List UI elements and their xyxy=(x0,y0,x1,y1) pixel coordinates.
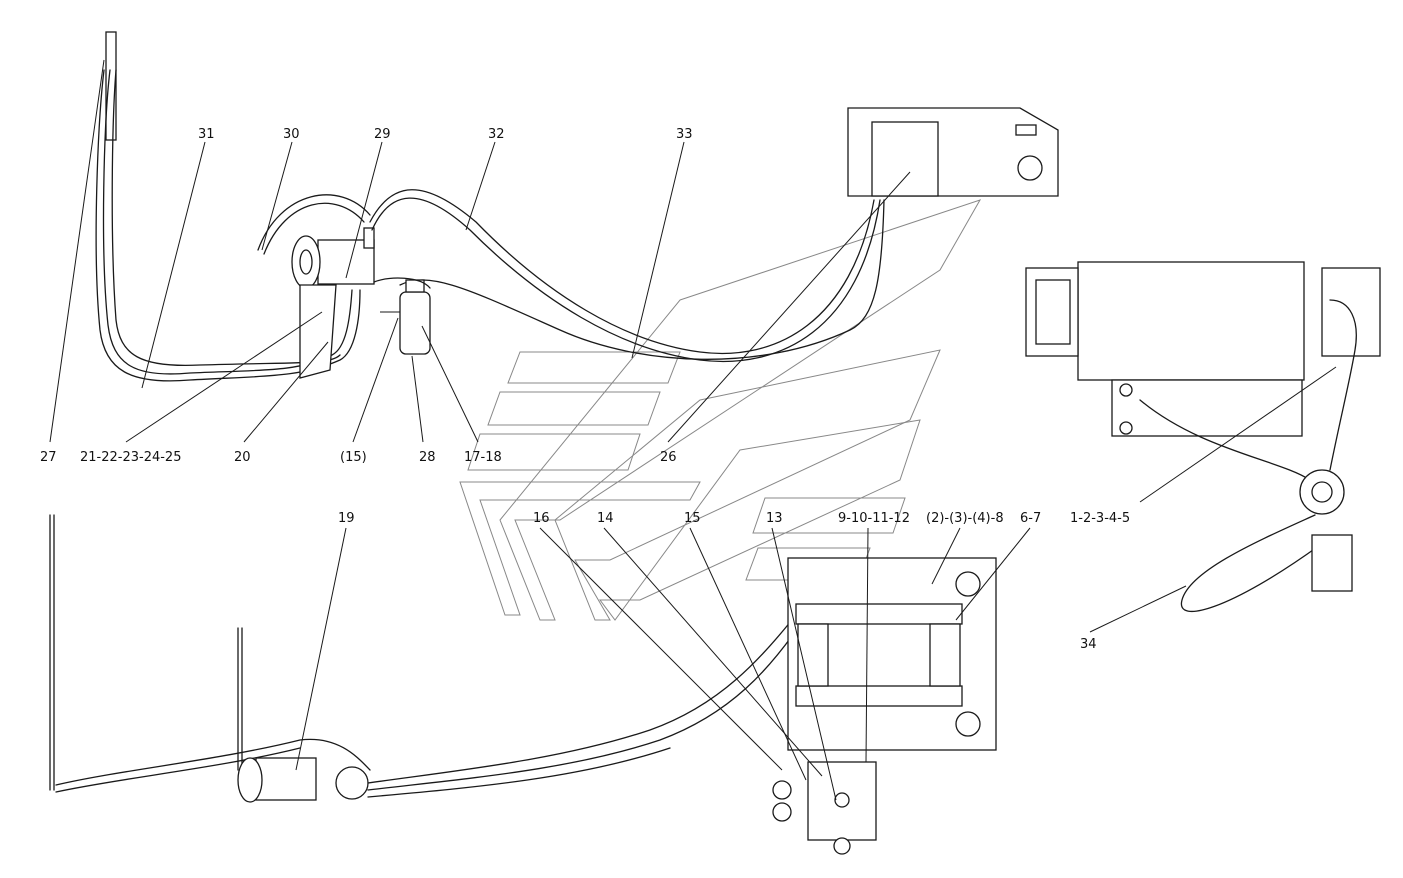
hose-33 xyxy=(399,199,885,360)
low-compressor-body xyxy=(255,757,317,801)
bracket-left-inner xyxy=(1035,279,1071,345)
condenser-fitting-2 xyxy=(1119,421,1133,435)
hose-32 xyxy=(371,197,881,363)
top-left-assembly xyxy=(95,31,1059,382)
bottom-left-assembly xyxy=(49,514,807,803)
callout-20: 20 xyxy=(234,450,251,465)
bottom-panel-assembly xyxy=(772,557,997,855)
hose-line-b xyxy=(102,69,353,375)
callout-29: 29 xyxy=(374,127,391,142)
callout-26: 26 xyxy=(660,450,677,465)
hose-loop-30b xyxy=(263,202,365,255)
right-hose-a xyxy=(1329,299,1357,471)
evaporator-tab xyxy=(1015,124,1037,136)
leader-lines xyxy=(49,59,1337,801)
watermark-logo xyxy=(459,199,982,621)
panel-rail-bottom xyxy=(795,685,963,707)
panel-rail-top xyxy=(795,603,963,625)
callout-31: 31 xyxy=(198,127,215,142)
callout-30: 30 xyxy=(283,127,300,142)
low-hose-b xyxy=(55,747,301,793)
evaporator-knob xyxy=(1017,155,1043,181)
callout-17-18: 17-18 xyxy=(464,450,502,465)
condenser-fitting-1 xyxy=(1119,383,1133,397)
right-hose-b xyxy=(1139,399,1311,481)
callout-2-8: (2)-(3)-(4)-8 xyxy=(926,511,1004,526)
grommet-3 xyxy=(833,837,851,855)
hose-32b xyxy=(369,189,875,355)
callout-27: 27 xyxy=(40,450,57,465)
callout-15: 15 xyxy=(684,511,701,526)
callout-21-25: 21-22-23-24-25 xyxy=(80,450,181,465)
evaporator-panel xyxy=(871,121,939,197)
low-compressor-pulley xyxy=(237,757,263,803)
callout-6-7: 6-7 xyxy=(1020,511,1041,526)
lower-plate-port xyxy=(834,792,850,808)
callout-labels: 31 30 29 32 33 27 21-22-23-24-25 20 (15)… xyxy=(40,127,1130,652)
panel-knob-top xyxy=(955,571,981,597)
condenser-base xyxy=(1111,379,1303,437)
callout-33: 33 xyxy=(676,127,693,142)
motor-mount xyxy=(1311,534,1353,592)
drier-body xyxy=(399,291,431,355)
hose-line-a xyxy=(95,69,361,382)
callout-16: 16 xyxy=(533,511,550,526)
pulley-hub xyxy=(299,249,313,275)
compressor xyxy=(291,227,375,379)
compressor-fitting xyxy=(363,227,375,249)
main-hose-c xyxy=(367,747,671,798)
main-hose-b xyxy=(367,615,807,791)
evaporator-unit xyxy=(847,107,1059,197)
panel-knob-bottom xyxy=(955,711,981,737)
low-hose-a xyxy=(55,738,371,786)
receiver-drier xyxy=(373,277,431,355)
grommet-1 xyxy=(772,780,792,800)
compressor-bracket xyxy=(299,284,337,379)
low-drier xyxy=(335,766,369,800)
callout-19: 19 xyxy=(338,511,355,526)
callout-1-5: 1-2-3-4-5 xyxy=(1070,511,1130,526)
pipe-bracket xyxy=(105,31,117,141)
callout-28: 28 xyxy=(419,450,436,465)
right-assembly xyxy=(1025,261,1381,613)
motor-hub xyxy=(1311,481,1333,503)
main-hose-a xyxy=(367,609,801,784)
callout-15-paren: (15) xyxy=(340,450,367,465)
right-hose-loop xyxy=(1180,514,1321,613)
condenser-housing xyxy=(1077,261,1305,381)
panel-side-left xyxy=(797,623,829,687)
panel-side-right xyxy=(929,623,961,687)
callout-32: 32 xyxy=(488,127,505,142)
drier-hose xyxy=(373,277,431,289)
callout-9-12: 9-10-11-12 xyxy=(838,511,910,526)
grommet-2 xyxy=(772,802,792,822)
callout-14: 14 xyxy=(597,511,614,526)
callout-13: 13 xyxy=(766,511,783,526)
callout-34: 34 xyxy=(1080,637,1097,652)
